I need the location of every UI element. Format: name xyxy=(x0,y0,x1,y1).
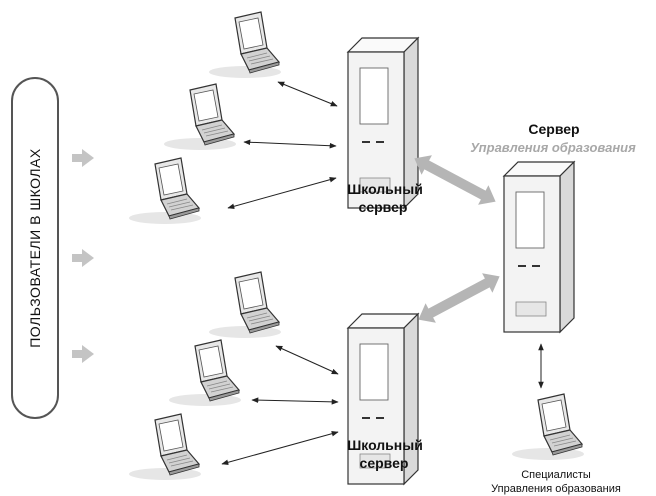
laptop-icon xyxy=(168,339,242,407)
laptop-icon xyxy=(163,83,237,151)
connection-arrow xyxy=(227,176,337,210)
connection-arrow xyxy=(243,139,337,149)
specialists-label-1: Специалисты xyxy=(521,469,591,481)
school-server-bottom-label-2: сервер xyxy=(360,455,409,471)
sync-arrow-icon xyxy=(409,148,501,212)
connection-arrow xyxy=(277,81,338,107)
users-group-box: ПОЛЬЗОВАТЕЛИ В ШКОЛАХ xyxy=(11,77,59,419)
sync-arrow-icon xyxy=(413,266,505,330)
specialists-label-2: Управления образования xyxy=(491,483,621,495)
laptop-icon xyxy=(208,11,282,79)
users-label: ПОЛЬЗОВАТЕЛИ В ШКОЛАХ xyxy=(27,148,43,348)
laptop-icon xyxy=(208,271,282,339)
laptop-icon xyxy=(128,157,202,225)
school-server-top-label-2: сервер xyxy=(359,199,408,215)
school-server-top-label-1: Школьный xyxy=(347,181,423,197)
laptop-icon xyxy=(511,393,585,461)
laptop-icon xyxy=(128,413,202,481)
flow-arrow-icon xyxy=(72,345,94,363)
connection-arrow xyxy=(275,345,339,375)
flow-arrow-icon xyxy=(72,149,94,167)
connection-arrow xyxy=(251,397,339,405)
main-server-icon xyxy=(503,161,575,333)
main-server-label-1: Сервер xyxy=(528,121,579,137)
connection-arrow xyxy=(221,430,339,466)
main-server-label-2: Управления образования xyxy=(470,140,636,155)
flow-arrow-icon xyxy=(72,249,94,267)
school-server-bottom-label-1: Школьный xyxy=(347,437,423,453)
